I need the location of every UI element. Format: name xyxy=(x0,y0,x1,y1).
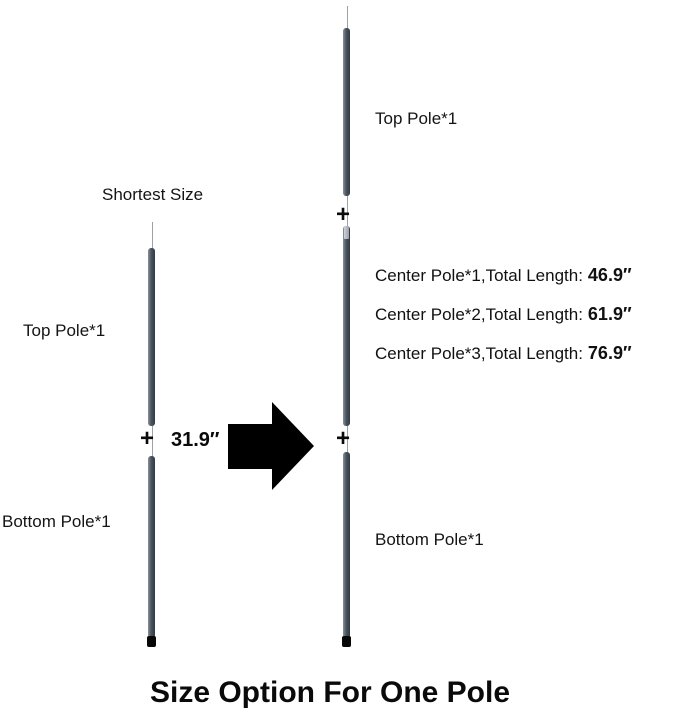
center-pole-option-1: Center Pole*1,Total Length:46.9″ xyxy=(375,265,632,286)
page-title: Size Option For One Pole xyxy=(149,676,511,709)
left-bottom-pole-rod xyxy=(148,456,155,638)
right-pole-bottom-tip xyxy=(342,636,351,647)
right-pole-upper-joint-cord xyxy=(347,196,348,227)
arrow-shaft xyxy=(228,424,273,469)
right-center-pole-ferrule xyxy=(344,226,349,239)
center-pole-option-2-label: Center Pole*2,Total Length: xyxy=(375,305,583,324)
shortest-size-heading: Shortest Size xyxy=(102,185,204,204)
left-pole-joint-cord xyxy=(152,426,153,457)
right-center-pole-rod xyxy=(343,226,350,426)
center-pole-option-3-label: Center Pole*3,Total Length: xyxy=(375,344,583,363)
center-pole-option-3-value: 76.9″ xyxy=(587,343,632,363)
right-bottom-pole-label: Bottom Pole*1 xyxy=(375,530,484,549)
center-pole-option-1-label: Center Pole*1,Total Length: xyxy=(375,266,583,285)
left-pole-top-cord xyxy=(152,222,153,249)
right-lower-plus-sign: + xyxy=(336,425,351,452)
center-pole-option-2-value: 61.9″ xyxy=(587,304,632,324)
right-upper-plus-sign: + xyxy=(336,201,351,228)
center-pole-option-2: Center Pole*2,Total Length:61.9″ xyxy=(375,304,632,325)
left-plus-sign: + xyxy=(140,425,155,452)
right-pole-lower-joint-cord xyxy=(347,426,348,454)
left-total-length-value: 31.9″ xyxy=(171,429,220,451)
left-pole-bottom-tip xyxy=(147,636,156,647)
right-bottom-pole-rod xyxy=(343,452,350,638)
left-top-pole-label: Top Pole*1 xyxy=(23,321,106,340)
arrow-head xyxy=(272,402,314,490)
left-top-pole-rod xyxy=(148,248,155,426)
center-pole-option-3: Center Pole*3,Total Length:76.9″ xyxy=(375,343,632,364)
right-top-pole-rod xyxy=(343,28,350,196)
right-pole-top-cord xyxy=(347,6,348,29)
center-pole-option-1-value: 46.9″ xyxy=(587,265,632,285)
right-top-pole-label: Top Pole*1 xyxy=(375,109,458,128)
left-bottom-pole-label: Bottom Pole*1 xyxy=(2,512,111,531)
